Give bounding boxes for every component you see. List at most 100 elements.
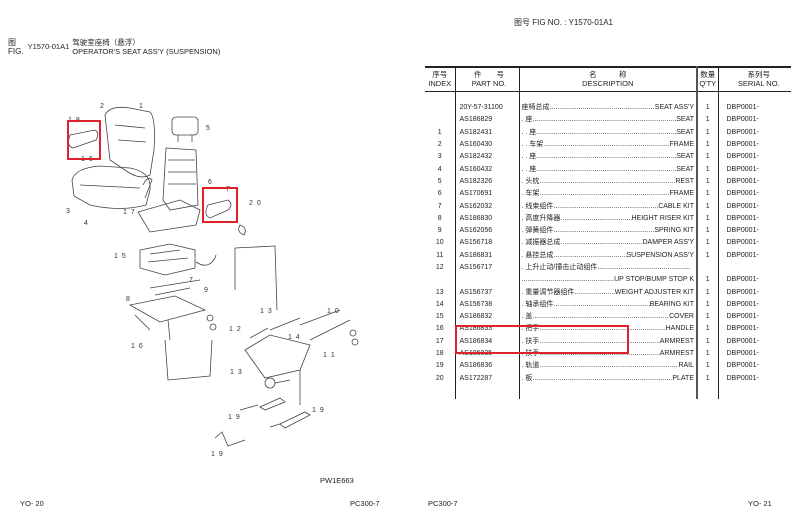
description-zh: . . 座 <box>521 153 537 161</box>
leader-dots <box>522 274 615 286</box>
row-serial: DBP0001- <box>726 177 759 185</box>
callout-17: 1 7 <box>123 209 136 216</box>
callout-1: 1 <box>139 103 144 110</box>
table-row: AS186829. 座SEAT1DBP0001- <box>425 114 791 127</box>
description-en: SEAT <box>676 128 694 136</box>
leader-dots <box>536 164 676 176</box>
leader-dots <box>536 127 676 139</box>
callout-19c: 1 9 <box>211 451 224 458</box>
row-description: . . 座SEAT <box>519 163 698 176</box>
description-en: SEAT <box>676 153 694 161</box>
callout-20: 2 0 <box>249 200 262 207</box>
row-part-no: AS156737 <box>455 286 520 299</box>
callout-19a: 1 9 <box>228 414 241 421</box>
leader-dots <box>553 225 654 237</box>
leader-dots <box>597 262 690 274</box>
description-zh: . 盖 <box>521 313 533 321</box>
row-qty: 1 <box>697 138 719 152</box>
description-en: HEIGHT RISER KIT <box>631 214 695 222</box>
row-description: . 重量调节器组件WEIGHT ADJUSTER KIT <box>519 286 698 299</box>
row-part-no: AS162056 <box>455 224 520 238</box>
row-index: 10 <box>425 237 456 250</box>
row-description: . 轴承组件BEARING KIT <box>519 298 698 312</box>
row-qty: 1 <box>697 175 719 189</box>
row-serial: DBP0001- <box>726 104 759 112</box>
description-zh: 座椅总成 <box>521 104 550 112</box>
row-index: 1 <box>425 126 456 139</box>
row-part-no: AS172287 <box>455 372 520 385</box>
leader-dots <box>553 299 649 311</box>
description-en: WEIGHT ADJUSTER KIT <box>614 288 694 296</box>
callout-14: 1 4 <box>288 334 301 341</box>
leader-dots <box>560 237 642 249</box>
row-part-no: AS182432 <box>455 151 520 164</box>
row-serial: DBP0001- <box>726 288 759 296</box>
row-serial <box>718 262 791 274</box>
row-description: . 高度升降器HEIGHT RISER KIT <box>519 212 698 225</box>
row-qty: 1 <box>697 372 719 385</box>
callout-15: 1 5 <box>114 253 127 260</box>
row-serial: DBP0001- <box>726 214 759 222</box>
row-serial: DBP0001- <box>726 362 759 370</box>
title-en: OPERATOR'S SEAT ASS'Y (SUSPENSION) <box>72 47 221 56</box>
row-description: 座椅总成 SEAT ASS'Y <box>519 102 698 115</box>
callout-9: 9 <box>204 287 209 294</box>
row-index: 20 <box>425 372 456 385</box>
row-part-no: AS186831 <box>455 249 520 262</box>
row-qty: 1 <box>697 200 719 213</box>
row-serial: DBP0001- <box>726 202 759 210</box>
description-en: SEAT <box>676 116 694 124</box>
description-zh: . 头枕 <box>521 177 540 185</box>
description-en: SPRING KIT <box>654 227 694 235</box>
description-zh: . 座 <box>521 116 533 124</box>
row-index: 7 <box>425 200 456 213</box>
callout-10: 1 0 <box>327 308 340 315</box>
description-en: SUSPENSION ASS'Y <box>626 251 694 259</box>
fig-number: 图号 FIG NO. : Y1570-01A1 <box>514 18 614 27</box>
callout-13b: 1 3 <box>230 369 243 376</box>
row-description: . 板PLATE <box>519 372 698 385</box>
description-zh: . 轴承组件 <box>521 300 554 308</box>
row-index: 18 <box>425 347 456 361</box>
row-index: 14 <box>425 298 456 312</box>
model-left: PC300-7 <box>350 499 380 508</box>
exploded-seat-drawing <box>68 106 359 447</box>
highlight-armrest-right <box>202 187 238 223</box>
row-qty: 1 <box>697 163 719 176</box>
fig-label-zh: 图 <box>8 38 16 47</box>
row-qty: 1 <box>697 274 719 287</box>
row-part-no: AS156738 <box>455 298 520 312</box>
row-qty: 1 <box>697 360 719 373</box>
description-zh: . 减振器总成 <box>521 239 561 247</box>
leader-dots <box>543 139 669 151</box>
row-description: . 盖COVER <box>519 311 698 324</box>
description-zh: . 把手 <box>521 325 540 333</box>
row-part-no <box>455 274 520 287</box>
description-en: FRAME <box>669 141 695 149</box>
row-description: . 减振器总成DAMPER ASS'Y <box>519 237 698 250</box>
row-part-no: AS186836 <box>455 360 520 373</box>
description-en: ARMREST <box>659 337 694 345</box>
description-en: SEAT ASS'Y <box>654 104 694 112</box>
description-zh: . 弹簧组件 <box>521 227 554 235</box>
row-description: . 上升止动/撞击止动组件 <box>519 261 698 275</box>
description-en: FRAME <box>669 190 695 198</box>
page-number-left: YO- 20 <box>20 499 44 508</box>
drawing-reference: PW1E663 <box>320 476 354 485</box>
description-zh: . . 座 <box>521 165 537 173</box>
description-zh: . 悬挂总成 <box>521 251 554 259</box>
callout-6: 6 <box>208 179 213 186</box>
row-part-no: AS170691 <box>455 188 520 201</box>
row-serial: DBP0001- <box>726 128 759 136</box>
